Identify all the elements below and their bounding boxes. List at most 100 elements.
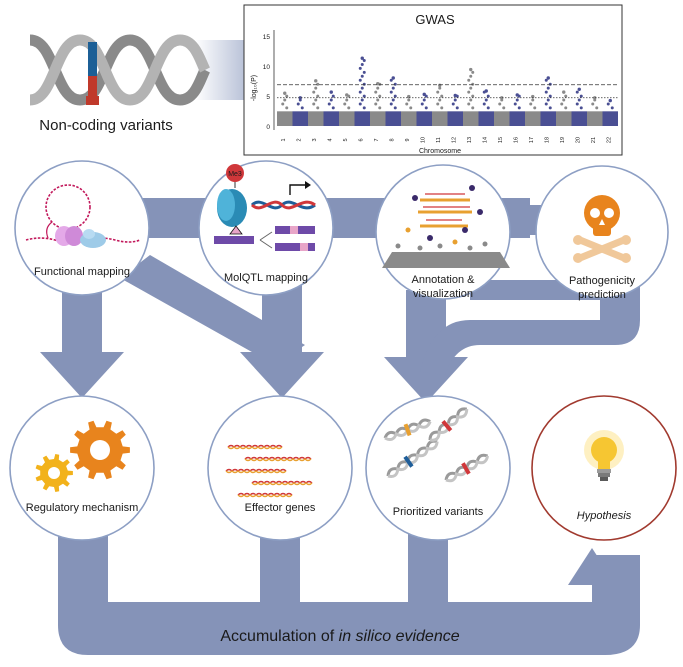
annotation-plot-icon xyxy=(382,185,510,268)
gwas-point xyxy=(546,98,550,102)
gwas-peak-point xyxy=(314,79,318,83)
gwas-point xyxy=(358,102,362,106)
gwas-point xyxy=(345,98,349,102)
gwas-point xyxy=(331,106,335,110)
gwas-point xyxy=(314,98,318,102)
gwas-frame xyxy=(243,4,623,156)
variant-red-base xyxy=(86,96,99,105)
regulatory-mechanism-node: Regulatory mechanism xyxy=(9,395,155,541)
gwas-xtick: 22 xyxy=(606,137,612,143)
gwas-point xyxy=(312,90,316,94)
gwas-point xyxy=(347,106,351,110)
gwas-point xyxy=(407,98,411,102)
gwas-point xyxy=(389,78,393,82)
gwas-point xyxy=(393,106,397,110)
gwas-peak-point xyxy=(438,83,442,88)
gwas-point xyxy=(564,106,568,110)
effector-genes-node: Effector genes xyxy=(207,395,353,541)
gwas-point xyxy=(436,90,440,94)
gwas-point xyxy=(471,94,475,98)
gwas-point xyxy=(453,98,457,102)
gwas-point xyxy=(360,98,364,102)
gwas-peak-point xyxy=(608,98,612,103)
gwas-xtick: 9 xyxy=(405,138,411,141)
gwas-point xyxy=(424,106,428,110)
gwas-point xyxy=(376,98,380,102)
gwas-chrom-band xyxy=(602,111,618,126)
gwas-point xyxy=(393,82,397,86)
gwas-point xyxy=(482,102,486,106)
gwas-xtick: 14 xyxy=(482,137,488,143)
gwas-xtick: 13 xyxy=(467,137,473,143)
arrow-to-effector xyxy=(240,352,324,398)
dna-transcription-icon xyxy=(250,181,316,210)
gwas-chrom-band xyxy=(525,111,541,126)
gwas-peak-point xyxy=(329,90,333,94)
effector-genes-circle xyxy=(207,395,353,541)
gwas-point xyxy=(467,78,471,82)
gwas-peak-point xyxy=(453,93,457,98)
gwas-xtick: 4 xyxy=(327,138,333,141)
gwas-peak-point xyxy=(391,76,395,80)
gwas-point xyxy=(391,86,395,90)
skull-crossbones-icon xyxy=(573,195,631,263)
gwas-peak-point xyxy=(345,93,349,97)
regulatory-mechanism-label: Regulatory mechanism xyxy=(26,502,139,514)
gwas-point xyxy=(391,98,395,102)
gwas-chrom-band xyxy=(556,111,572,126)
gwas-ytick-10: 10 xyxy=(263,64,271,71)
gwas-point xyxy=(362,58,366,62)
gwas-point xyxy=(544,78,548,82)
molqtl-mapping-node: Me3 MolQTL mapping xyxy=(198,160,334,296)
gwas-peak-point xyxy=(593,96,597,100)
pathogenicity-label-line2: prediction xyxy=(578,289,626,301)
gwas-point xyxy=(312,102,316,106)
eqtl-segments-icon xyxy=(214,225,315,251)
gene-strands-icon xyxy=(225,444,313,498)
gwas-point xyxy=(546,86,550,90)
me3-label: Me3 xyxy=(228,171,242,178)
gwas-point xyxy=(389,102,393,106)
gwas-chrom-band xyxy=(478,111,494,126)
annotation-label-line1: Annotation & xyxy=(412,274,476,286)
gwas-point xyxy=(498,102,502,106)
gwas-point xyxy=(469,86,473,90)
gwas-point xyxy=(531,98,535,102)
gwas-peak-point xyxy=(515,93,519,97)
gwas-xtick: 19 xyxy=(560,137,566,143)
gwas-point xyxy=(486,94,490,98)
gwas-point xyxy=(436,102,440,106)
large-gear-icon xyxy=(70,420,130,480)
gwas-xtick: 15 xyxy=(498,137,504,143)
gwas-point xyxy=(467,90,471,94)
variant-red-segment xyxy=(88,76,97,98)
gwas-chrom-band xyxy=(354,111,370,126)
gwas-xtick: 21 xyxy=(591,137,597,143)
annotation-label-line2: visualization xyxy=(413,288,473,300)
gwas-chrom-band xyxy=(416,111,432,126)
gwas-point xyxy=(438,98,442,102)
gwas-xtick: 5 xyxy=(343,138,349,141)
accumulation-italic: in silico evidence xyxy=(339,628,460,645)
gwas-point xyxy=(610,106,614,110)
pathogenicity-node: Pathogenicity prediction xyxy=(535,165,669,301)
gwas-point xyxy=(422,98,426,102)
gwas-point xyxy=(544,102,548,106)
gwas-point xyxy=(420,102,424,106)
gwas-chrom-band xyxy=(292,111,308,126)
gwas-xtick: 12 xyxy=(451,137,457,143)
gwas-point xyxy=(362,82,366,86)
gwas-peak-point xyxy=(360,56,364,60)
lightbulb-icon xyxy=(584,430,624,481)
arrow-to-regulatory xyxy=(40,352,124,398)
gwas-chrom-band xyxy=(447,111,463,126)
gwas-chrom-band xyxy=(463,111,479,126)
functional-mapping-node: Functional mapping xyxy=(14,160,150,296)
gwas-point xyxy=(564,94,568,98)
gwas-point xyxy=(579,94,583,98)
gwas-point xyxy=(577,98,581,102)
gwas-point xyxy=(360,74,364,78)
gwas-point xyxy=(471,106,475,110)
